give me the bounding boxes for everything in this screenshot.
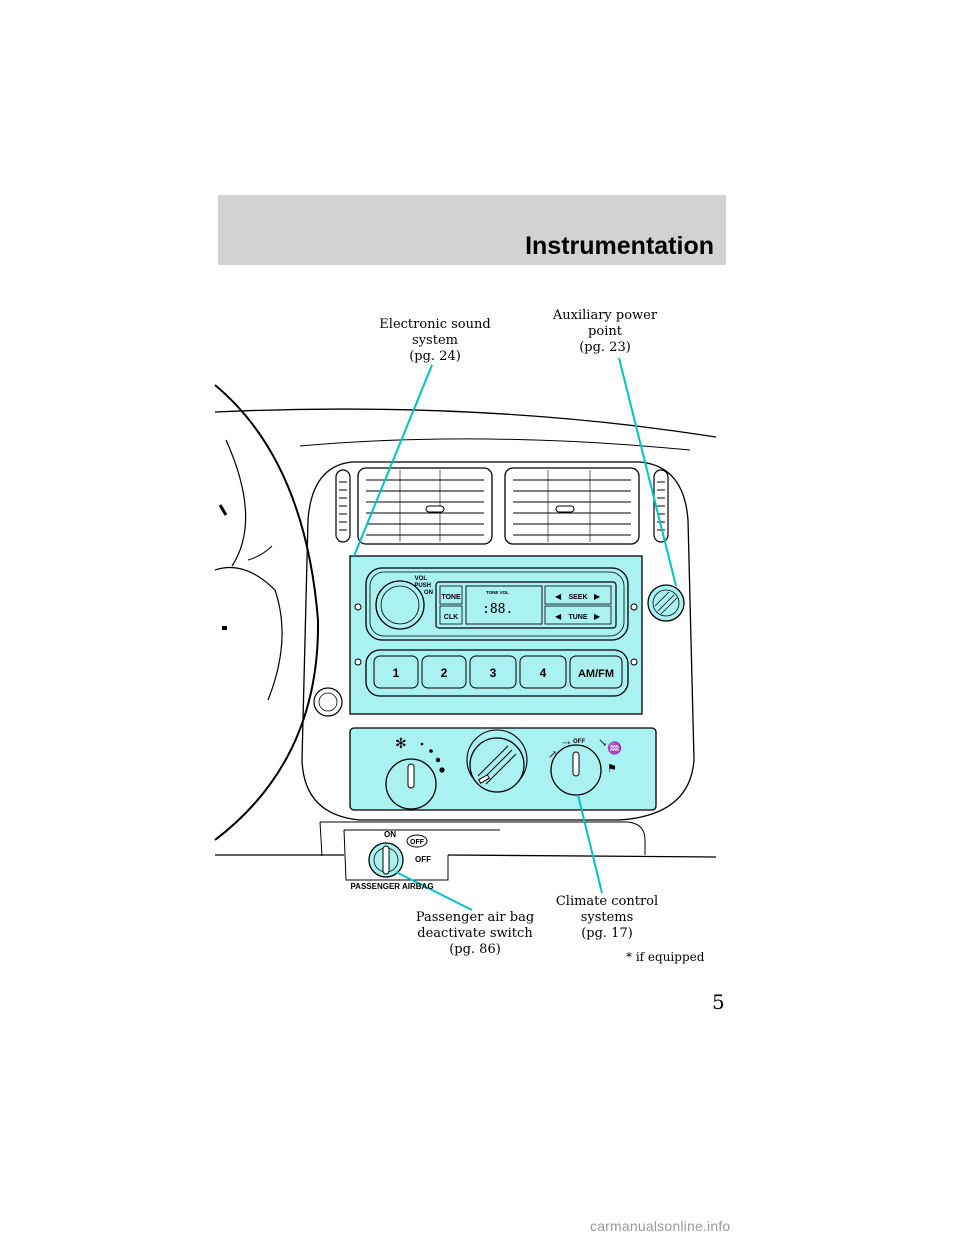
center-vent-left xyxy=(357,467,493,545)
preset-3-button[interactable]: 3 xyxy=(490,666,497,680)
footnote: * if equipped xyxy=(626,950,705,964)
clk-button[interactable]: CLK xyxy=(444,614,458,621)
mode-knob xyxy=(550,744,602,796)
leader-line-sound xyxy=(353,364,433,557)
preset-2-button[interactable]: 2 xyxy=(441,666,448,680)
push-label: PUSH xyxy=(414,583,431,589)
steering-hub-line xyxy=(214,566,283,701)
floor-vent-icon: ⇢ xyxy=(562,738,571,749)
left-round-bezel xyxy=(313,687,343,717)
lower-dash-edge xyxy=(319,821,323,857)
steering-wheel-rim xyxy=(214,384,320,841)
passenger-airbag-label: PASSENGER AIRBAG xyxy=(350,882,433,891)
callout-line: (pg. 23) xyxy=(579,340,631,355)
preset-1-button[interactable]: 1 xyxy=(393,666,400,680)
callout-line: (pg. 86) xyxy=(449,942,501,957)
callout-line: point xyxy=(588,324,622,339)
floor-defrost-icon: ↘ xyxy=(598,736,607,749)
callout-line: Electronic sound xyxy=(379,317,491,332)
climate-panel: ✻ ↗ ⇢ ↘ ♒ ⚑ xyxy=(349,727,657,811)
callout-line: Passenger air bag xyxy=(415,910,535,925)
steering-hub-line xyxy=(225,439,247,567)
defrost-icon: ♒ xyxy=(607,741,622,755)
steering-hub-line xyxy=(247,545,273,561)
leader-line-aux xyxy=(618,357,677,587)
callout-line: systems xyxy=(580,910,634,925)
callout-climate-control: Climate control systems (pg. 17) xyxy=(532,894,682,942)
lower-dash-edge xyxy=(320,821,646,855)
callout-line: Auxiliary power xyxy=(552,308,658,323)
lower-dash-edge xyxy=(447,854,717,858)
callout-sound-system: Electronic sound system (pg. 24) xyxy=(360,317,510,365)
preset-4-button[interactable]: 4 xyxy=(540,666,547,680)
max-defrost-icon: ⚑ xyxy=(607,762,617,775)
seek-right-arrow: ▶ xyxy=(594,592,601,601)
seek-left-arrow: ◀ xyxy=(555,592,562,601)
leader-line-climate xyxy=(577,794,603,894)
volume-knob xyxy=(375,580,425,630)
page-title: Instrumentation xyxy=(525,232,714,260)
passenger-airbag-switch xyxy=(343,829,500,881)
callout-line: Climate control xyxy=(555,894,659,909)
airbag-on-label: ON xyxy=(384,830,396,839)
left-side-vent xyxy=(335,469,351,543)
display-indicator: TONE VOL xyxy=(486,590,509,595)
tone-button[interactable]: TONE xyxy=(441,594,461,601)
seek-button[interactable]: SEEK xyxy=(568,594,587,601)
center-stack-outline xyxy=(301,461,695,821)
dash-top-edge-inner xyxy=(299,438,691,451)
page-number: 5 xyxy=(712,990,725,1014)
callout-line: system xyxy=(412,333,458,348)
radio-panel: ◀ ▶ ◀ ▶ :88. xyxy=(349,555,643,715)
on-label: ON xyxy=(424,590,433,596)
tune-left-arrow: ◀ xyxy=(555,612,562,621)
fan-speed-knob xyxy=(385,758,437,810)
tune-right-arrow: ▶ xyxy=(594,612,601,621)
leader-line-airbag xyxy=(395,871,473,911)
climate-off-label: OFF xyxy=(573,739,585,745)
header-band: Instrumentation xyxy=(218,195,726,265)
auxiliary-power-point xyxy=(647,584,685,622)
watermark: carmanualsonline.info xyxy=(590,1218,731,1234)
callout-auxiliary-power: Auxiliary power point (pg. 23) xyxy=(530,308,680,356)
center-vent-right xyxy=(504,467,640,545)
vol-label: VOL xyxy=(415,576,428,582)
temperature-knob xyxy=(466,729,528,793)
dash-top-edge xyxy=(214,408,717,438)
callout-airbag-switch: Passenger air bag deactivate switch (pg.… xyxy=(400,910,550,958)
callout-line: (pg. 24) xyxy=(409,349,461,364)
tune-button[interactable]: TUNE xyxy=(568,614,587,621)
airbag-off-label: OFF xyxy=(415,855,431,864)
steering-mark xyxy=(218,504,228,516)
callout-line: (pg. 17) xyxy=(581,926,633,941)
panel-vent-icon: ↗ xyxy=(548,748,557,761)
fan-icon: ✻ xyxy=(395,736,407,752)
display-digits-glyph: :88. xyxy=(482,602,513,617)
right-side-vent xyxy=(653,469,669,543)
am-fm-button[interactable]: AM/FM xyxy=(578,668,614,680)
callout-line: deactivate switch xyxy=(417,926,533,941)
airbag-off-badge: OFF xyxy=(410,839,425,846)
